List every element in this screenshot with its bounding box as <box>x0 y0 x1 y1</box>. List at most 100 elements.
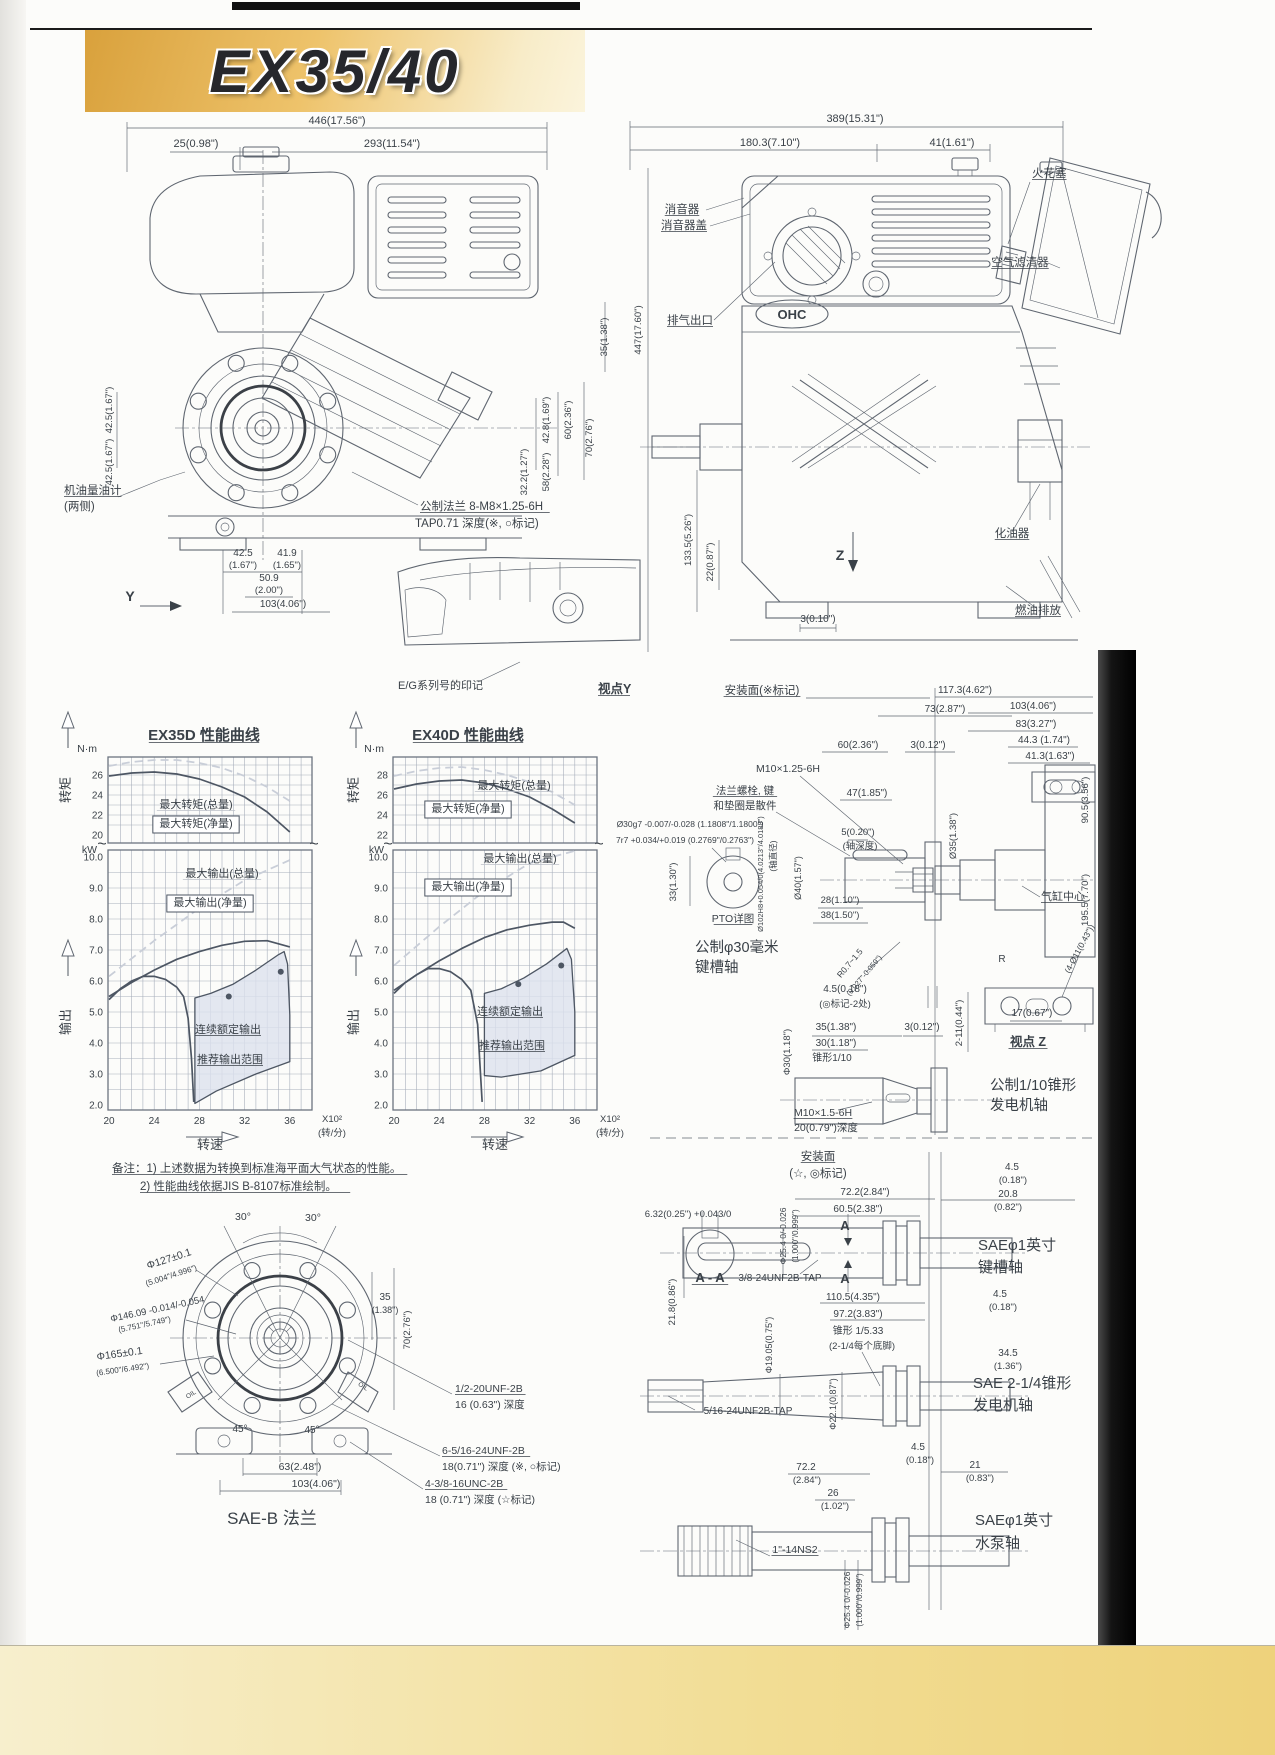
scan-dark-strip <box>1098 650 1136 1755</box>
dim-label: 33(1.30") <box>668 863 679 902</box>
sae-taper-genshaft-label: SAE 2-1/4锥形 <box>973 1375 1071 1392</box>
dim-label: (1.65") <box>273 560 301 571</box>
power-tick: 2.0 <box>89 1101 103 1112</box>
dim-label: Ø30g7 -0.007/-0.028 (1.1808"/1.1800") <box>617 819 764 829</box>
recommended-output-region <box>483 947 576 1078</box>
dim-label: (1.36") <box>994 1361 1022 1372</box>
power-tick: 10.0 <box>369 853 389 864</box>
dim-label: 70(2.76") <box>402 1311 413 1350</box>
dim-label: 18 (0.71") 深度 (☆标记) <box>425 1493 535 1506</box>
dim-label: 和垫圈是散件 <box>714 799 777 812</box>
x-tick: 24 <box>149 1116 161 1127</box>
dim-label: 21.8(0.86") <box>667 1279 678 1326</box>
dim-label: 22(0.87") <box>705 543 716 582</box>
exhaust-outlet-label: 排气出口 <box>667 313 713 327</box>
dim-label: 推荐输出范围 <box>479 1038 545 1052</box>
dim-label: Ø102H8+0.054/0(4.0213"/4.0188") <box>756 816 765 932</box>
dim-label: 45° <box>232 1424 247 1435</box>
dim-label: ~ <box>97 836 106 853</box>
page-title-banner: EX35/40 <box>85 30 585 112</box>
dim-label: 2-11(0.44") <box>954 1000 965 1047</box>
scan-top-bar <box>232 2 580 10</box>
fuel-drain-label: 燃油排放 <box>1015 603 1061 617</box>
dim-label: 最大输出(总量) <box>185 866 258 880</box>
series-最大转矩(总量) <box>108 759 291 802</box>
sae-b-flange-drawing <box>159 1225 453 1495</box>
dim-label: 446(17.56") <box>308 115 365 127</box>
dim-label: 最大转矩(总量) <box>159 797 232 811</box>
x-tick: 32 <box>524 1116 536 1127</box>
series-连续额定输出 <box>393 967 483 1102</box>
dim-label: 20.8 <box>998 1189 1018 1200</box>
x-tick: 28 <box>479 1116 491 1127</box>
dim-label: 输出 <box>346 1009 361 1035</box>
dim-label: 25(0.98") <box>174 138 219 150</box>
annotation-layer: 446(17.56") 25(0.98") 293(11.54") 42.5(1.67… <box>58 113 1096 1628</box>
view-y-arrow-label: Y <box>125 588 135 604</box>
series-连续额定输出 <box>108 975 195 1102</box>
dim-label: (1.000"/0.999") <box>791 1209 800 1263</box>
dim-label: 4-3/8-16UNC-2B <box>425 1478 503 1490</box>
metric-keyway-shaft-label: 公制φ30毫米 <box>695 938 779 956</box>
dim-label: 47(1.85") <box>847 788 888 799</box>
dim-label: 5(0.20") <box>841 827 874 838</box>
dim-label: 18(0.71") 深度 (※, ○标记) <box>442 1460 561 1473</box>
scan-left-edge <box>0 0 26 1755</box>
dim-label: Φ22.1(0.87") <box>828 1378 838 1429</box>
dim-label: 推荐输出范围 <box>197 1052 263 1066</box>
dim-label: (2.84") <box>793 1475 821 1486</box>
dim-label: (☆, ◎标记) <box>789 1167 847 1180</box>
torque-tick: 28 <box>377 771 389 782</box>
torque-tick: 22 <box>92 811 104 822</box>
power-tick: 4.0 <box>89 1039 103 1050</box>
dim-label: 20(0.79")深度 <box>794 1121 858 1134</box>
carburetor-label: 化油器 <box>995 526 1030 540</box>
x-tick: 20 <box>103 1116 115 1127</box>
dim-label: 锥形 1/5.33 <box>833 1325 884 1337</box>
dim-label: 4.5(0.18") <box>823 984 867 995</box>
dim-label: 293(11.54") <box>364 138 420 150</box>
torque-tick: 26 <box>377 791 389 802</box>
power-tick: 3.0 <box>89 1070 103 1081</box>
mounting-face-label: 安装面(※标记) <box>725 683 800 697</box>
spark-plug-label: 火花塞 <box>1032 166 1067 180</box>
dim-label: 键槽轴 <box>695 959 739 976</box>
dim-label: 转矩 <box>346 777 361 803</box>
sae-mounting-face-label: 安装面 <box>801 1149 836 1163</box>
dim-label: 34.5 <box>998 1348 1018 1359</box>
dim-label: 最大转矩(总量) <box>477 778 550 792</box>
serial-stamp-label: E/G系列号的印记 <box>398 678 483 692</box>
dim-label: 32.2(1.27") <box>519 449 530 496</box>
dim-label: 转矩 <box>58 777 73 803</box>
power-tick: 7.0 <box>89 946 103 957</box>
power-tick: 4.0 <box>374 1039 388 1050</box>
view-z-label: 视点 Z <box>1010 1034 1046 1049</box>
dim-label: (◎标记-2处) <box>819 998 871 1010</box>
sae-pump-shaft-label: SAEφ1英寸 <box>975 1511 1053 1529</box>
dim-label: 103(4.06") <box>260 599 306 610</box>
section-aa-label: A - A <box>695 1270 725 1285</box>
dim-label: 35 <box>379 1292 391 1303</box>
power-tick: 8.0 <box>374 915 388 926</box>
dim-label: 锥形1/10 <box>812 1052 852 1064</box>
dim-label: 103(4.06") <box>292 1478 341 1490</box>
dim-label: 发电机轴 <box>990 1097 1048 1114</box>
dim-label: 42.5(1.67") <box>104 439 115 486</box>
series-最大输出(总量) <box>108 859 291 978</box>
dim-label: 30° <box>305 1212 321 1224</box>
dim-label: (1.67") <box>229 560 257 571</box>
sae-b-flange-label: SAE-B 法兰 <box>227 1509 317 1528</box>
dim-label: ~ <box>309 836 318 853</box>
dim-label: 72.2 <box>796 1462 816 1473</box>
dim-label: 44.3 (1.74") <box>1018 735 1070 746</box>
dim-label: X10² <box>600 1114 620 1125</box>
dim-label: 4.5 <box>1005 1162 1019 1173</box>
dim-label: N·m <box>364 743 384 755</box>
sae-keyway-shaft-label: SAEφ1英寸 <box>978 1236 1056 1254</box>
dim-label: 35(1.38") <box>816 1022 857 1033</box>
dim-label: 发电机轴 <box>973 1397 1033 1414</box>
dim-label: 63(2.48") <box>279 1461 322 1473</box>
